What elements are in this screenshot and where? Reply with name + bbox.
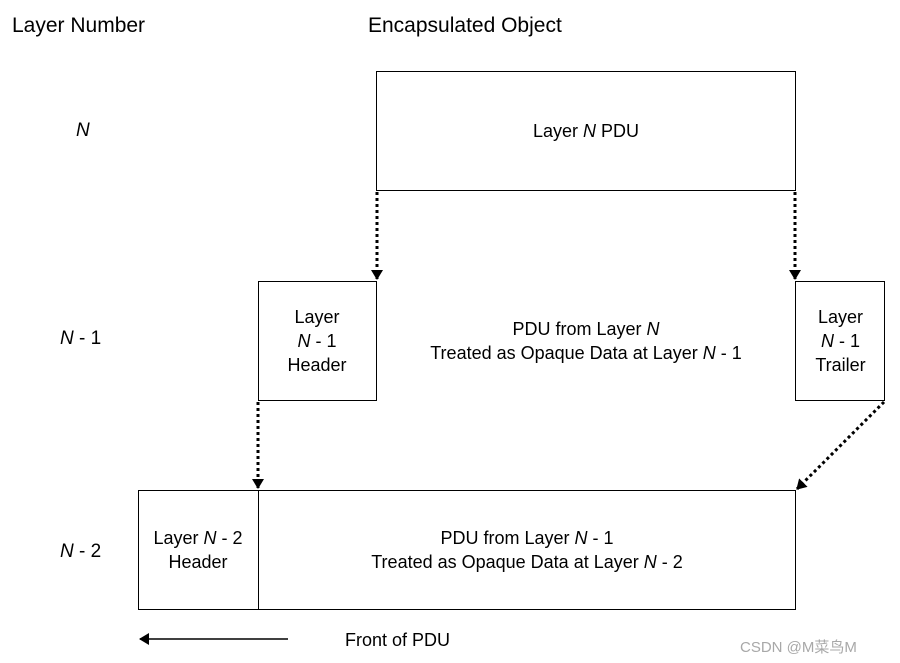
level-label-n-minus-1: N - 1 <box>60 328 102 349</box>
box-text-line: PDU from Layer N - 1 <box>440 528 614 548</box>
box-text-line: N - 1 <box>297 331 337 351</box>
dotted-arrow-n1-right <box>795 400 886 491</box>
watermark: CSDN @M菜鸟M <box>740 639 857 656</box>
box-text-line: N - 1 <box>820 331 860 351</box>
box-text-line: Layer <box>294 307 340 327</box>
box-text-line: Layer <box>817 307 864 327</box>
box-text-line: Trailer <box>815 355 866 375</box>
layer-n-minus-2-box <box>138 490 796 610</box>
level-label-n-minus-2: N - 2 <box>60 541 102 562</box>
layer-n-minus-2-payload: PDU from Layer N - 1 Treated as Opaque Da… <box>258 490 796 610</box>
layer-n-pdu-text: Layer N PDU <box>376 71 796 191</box>
box-text-line: Header <box>287 355 347 375</box>
layer-number-header: Layer Number <box>12 14 146 37</box>
encapsulated-object-header: Encapsulated Object <box>368 14 562 37</box>
layer-n-minus-2-divider <box>258 490 259 610</box>
box-text-line: PDU from Layer N <box>512 319 660 339</box>
box-text-line: Header <box>168 552 228 572</box>
front-of-pdu-label: Front of PDU <box>345 630 451 650</box>
layer-n-minus-2-header: Layer N - 2 Header <box>138 490 258 610</box>
box-text-line: Treated as Opaque Data at Layer N - 2 <box>371 552 683 572</box>
level-label-n: N <box>76 120 90 141</box>
box-text-line: Treated as Opaque Data at Layer N - 1 <box>430 343 742 363</box>
box-text-line: Layer N PDU <box>532 121 640 141</box>
layer-n-minus-1-payload: PDU from Layer N Treated as Opaque Data a… <box>376 281 796 401</box>
layer-n-minus-1-trailer: Layer N - 1 Trailer <box>796 281 885 401</box>
layer-n-pdu-box <box>376 71 796 191</box>
layer-n-minus-1-dividers <box>376 281 796 401</box>
box-text-line: Layer N - 2 <box>153 528 243 548</box>
layer-n-minus-1-header: Layer N - 1 Header <box>258 281 376 401</box>
